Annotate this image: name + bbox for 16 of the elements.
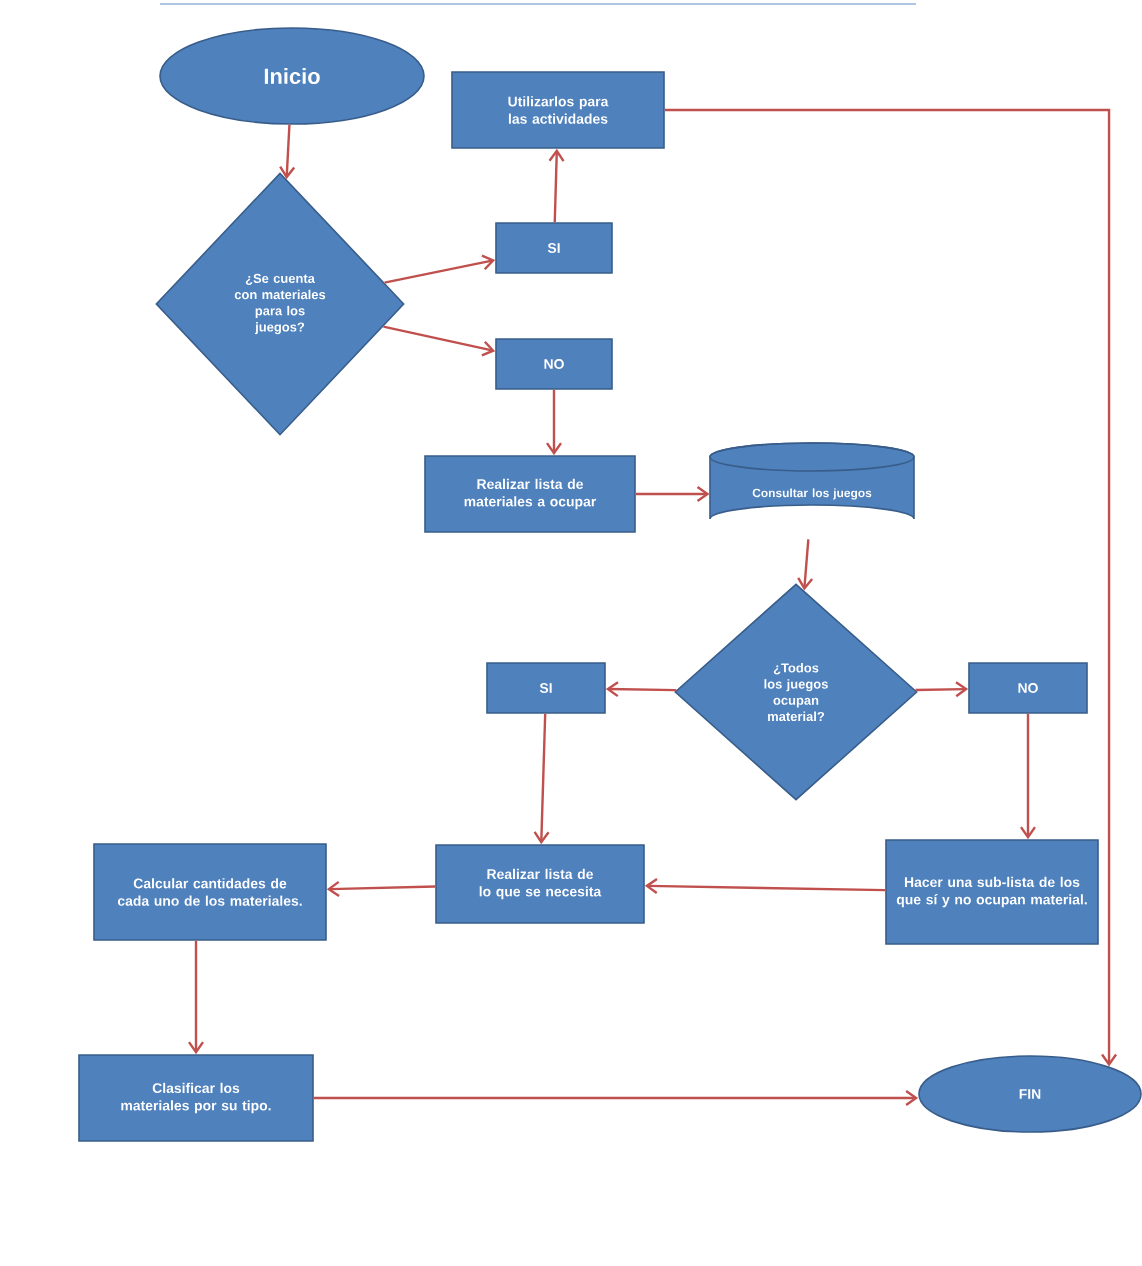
arrow [383, 325, 496, 357]
arrow [635, 486, 710, 502]
arrow [1020, 713, 1036, 840]
arrow [188, 940, 204, 1055]
arrow [326, 880, 436, 897]
arrow [279, 124, 296, 180]
arrow [797, 539, 814, 591]
arrow [664, 108, 1118, 1067]
arrow [915, 681, 969, 698]
arrow [384, 254, 496, 284]
arrow [644, 878, 886, 895]
arrow [548, 148, 565, 223]
arrow [533, 713, 550, 845]
arrow [546, 389, 562, 456]
arrow [313, 1090, 919, 1106]
arrow [605, 681, 677, 698]
